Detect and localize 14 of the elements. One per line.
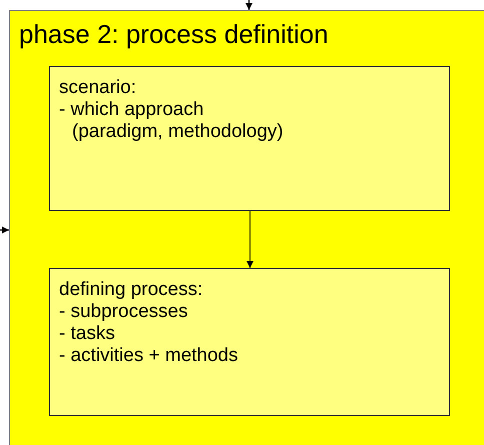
step-heading: scenario: bbox=[59, 77, 136, 99]
step-heading: defining process: bbox=[59, 279, 203, 301]
arrow bbox=[246, 211, 254, 268]
arrow bbox=[246, 0, 252, 10]
phase-panel bbox=[9, 10, 484, 445]
step-item: - subprocesses bbox=[59, 301, 188, 323]
step-item: (paradigm, methodology) bbox=[71, 121, 284, 143]
step-box bbox=[49, 268, 450, 416]
step-item: - activities + methods bbox=[59, 345, 238, 367]
step-item: - which approach bbox=[59, 99, 204, 121]
step-box bbox=[49, 66, 450, 211]
step-item: - tasks bbox=[59, 323, 115, 345]
arrow bbox=[0, 226, 9, 234]
phase-title: phase 2: process definition bbox=[19, 19, 328, 49]
